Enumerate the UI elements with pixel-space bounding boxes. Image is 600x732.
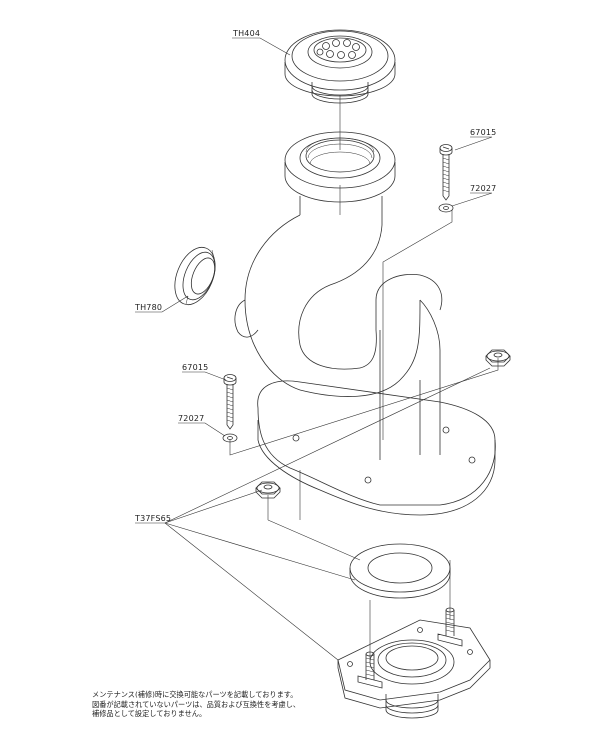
nut-left xyxy=(255,481,281,499)
leader-lines xyxy=(229,95,499,660)
washer-72027-left xyxy=(222,433,238,443)
base-flange xyxy=(257,380,496,516)
label-th780: TH780 xyxy=(134,303,162,312)
label-t37fs65: T37FS65 xyxy=(134,514,171,523)
label-67015-left: 67015 xyxy=(182,363,208,372)
washer-72027-top xyxy=(438,203,454,213)
gasket-ring xyxy=(349,543,451,599)
label-72027-top: 72027 xyxy=(470,184,496,193)
label-72027-left: 72027 xyxy=(178,414,204,423)
packing-th780 xyxy=(174,246,216,306)
label-67015-top: 67015 xyxy=(470,128,496,137)
nut-right xyxy=(485,349,511,367)
strainer-th404 xyxy=(284,29,396,104)
note-line-1: メンテナンス(補修)時に交換可能なパーツを記載しております。 xyxy=(92,690,298,699)
screw-67015-left xyxy=(223,374,237,430)
note-line-3: 補修品として設定しておりません。 xyxy=(92,709,207,719)
maintenance-note: メンテナンス(補修)時に交換可能なパーツを記載しております。 図番が記載されてい… xyxy=(92,690,412,719)
callout-leaders xyxy=(135,37,493,661)
trap-body xyxy=(234,131,443,460)
screw-67015-top xyxy=(439,144,453,201)
note-line-2: 図番が記載されていないパーツは、品質および互換性を考慮し、 xyxy=(92,699,301,709)
label-th404: TH404 xyxy=(232,29,260,38)
bottom-adapter xyxy=(337,607,491,719)
